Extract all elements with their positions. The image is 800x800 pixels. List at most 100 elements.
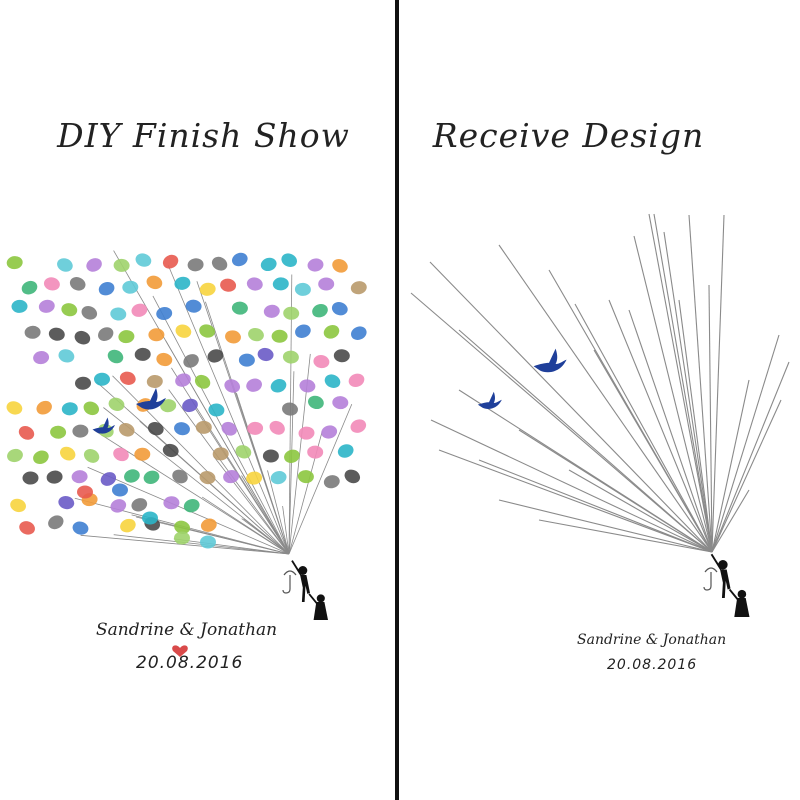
fingerprint-balloon	[238, 353, 255, 367]
umbrella-icon	[703, 567, 718, 591]
fingerprint-balloon	[122, 280, 139, 294]
fingerprint-balloon	[348, 373, 365, 388]
balloon-string	[410, 292, 713, 553]
fingerprint-balloon	[324, 374, 341, 388]
balloon-string	[438, 449, 713, 553]
bride-arm	[308, 593, 318, 605]
fingerprint-balloon	[323, 475, 340, 489]
fingerprint-balloon	[220, 278, 237, 292]
fingerprint-balloon	[94, 372, 110, 386]
fingerprint-balloon-artwork	[6, 250, 367, 657]
fingerprint-balloon	[134, 447, 151, 461]
balloon-string	[711, 379, 750, 553]
fingerprint-balloon	[321, 425, 338, 439]
fingerprint-balloon	[11, 299, 28, 313]
fingerprint-balloon	[284, 449, 300, 463]
fingerprint-balloon	[119, 371, 136, 385]
bird-icon	[533, 348, 567, 373]
balloon-string	[167, 265, 290, 555]
fingerprint-balloon	[131, 498, 148, 512]
couple-silhouette-icon	[710, 553, 750, 617]
fingerprint-balloon	[61, 303, 78, 317]
fingerprint-balloon	[18, 426, 35, 440]
fingerprint-balloon	[225, 330, 241, 344]
fingerprint-balloon	[221, 421, 237, 436]
fingerprint-balloon	[307, 445, 324, 459]
fingerprint-balloon	[175, 324, 192, 338]
fingerprint-balloon	[60, 446, 76, 461]
fingerprint-balloon	[33, 351, 50, 365]
fingerprint-balloon	[207, 349, 224, 363]
fingerprint-balloon	[263, 304, 280, 318]
balloon-string	[708, 284, 713, 553]
fingerprint-balloon	[58, 349, 75, 363]
couple-names: Sandrine & Jonathan	[96, 620, 278, 640]
fingerprint-balloon	[183, 499, 200, 513]
fingerprint-balloon	[248, 327, 264, 342]
fingerprint-balloon	[246, 471, 263, 485]
fingerprint-balloon	[262, 449, 279, 463]
fingerprint-balloon	[344, 469, 361, 484]
fingerprint-balloon	[61, 402, 78, 416]
fingerprint-balloon	[199, 471, 216, 485]
fingerprint-balloon	[350, 419, 367, 433]
fingerprint-balloon	[74, 330, 91, 345]
bird-icon	[477, 391, 502, 409]
fingerprint-balloon	[134, 347, 151, 361]
fingerprint-balloon	[333, 349, 350, 363]
bride-head	[316, 594, 325, 603]
receive-design-panel: Receive Design Sandrine & Jonathan 20.08…	[399, 0, 794, 800]
balloon-string	[80, 534, 290, 555]
fingerprint-balloon	[58, 496, 75, 510]
couple-silhouette-icon	[291, 560, 328, 620]
balloon-string	[267, 470, 290, 555]
fingerprint-balloon	[235, 445, 252, 459]
balloon-string	[711, 361, 790, 553]
balloon-string	[139, 420, 290, 555]
panel-title: Receive Design	[432, 116, 705, 155]
fingerprint-balloon	[69, 277, 86, 291]
fingerprint-balloon	[351, 326, 367, 340]
umbrella-canopy	[283, 570, 297, 576]
balloon-string	[711, 334, 780, 553]
fingerprint-balloon	[174, 531, 190, 545]
fingerprint-balloon	[337, 444, 354, 458]
fingerprint-balloon	[98, 327, 114, 341]
fingerprint-balloon	[71, 470, 88, 484]
couple-names: Sandrine & Jonathan	[577, 632, 727, 648]
groom-arm	[710, 553, 722, 571]
fingerprint-balloon	[146, 275, 163, 290]
fingerprint-balloon	[48, 327, 65, 341]
fingerprint-balloon	[269, 420, 285, 435]
fingerprint-balloon	[195, 420, 212, 434]
fingerprint-balloon	[200, 518, 217, 532]
groom-body	[720, 569, 731, 598]
fingerprint-balloon	[231, 301, 248, 315]
wedding-date: 20.08.2016	[136, 653, 244, 673]
fingerprint-balloon	[110, 307, 127, 321]
fingerprint-balloon	[272, 277, 289, 291]
fingerprint-balloon	[7, 448, 23, 463]
fingerprint-balloon	[247, 421, 264, 435]
bird-icon	[92, 417, 115, 434]
balloon-string	[711, 489, 750, 553]
fingerprint-balloon	[297, 470, 314, 484]
fingerprint-balloon	[257, 347, 274, 362]
fingerprint-balloon	[131, 303, 148, 317]
fingerprint-balloon	[81, 306, 98, 320]
balloon-string	[429, 261, 713, 553]
fingerprint-balloon	[24, 325, 41, 339]
fingerprint-balloon	[270, 379, 287, 393]
balloon-string	[458, 329, 713, 553]
fingerprint-balloon	[38, 299, 55, 313]
fingerprint-balloon	[10, 498, 26, 513]
fingerprint-balloon	[283, 306, 300, 320]
fingerprint-balloon	[112, 483, 128, 497]
balloon-string	[282, 505, 290, 555]
balloon-string	[498, 244, 713, 553]
bird-body	[533, 348, 567, 373]
fingerprint-balloon	[83, 401, 100, 416]
fingerprint-balloon	[108, 397, 125, 411]
balloon-string	[711, 214, 725, 553]
balloon-string	[136, 516, 290, 555]
